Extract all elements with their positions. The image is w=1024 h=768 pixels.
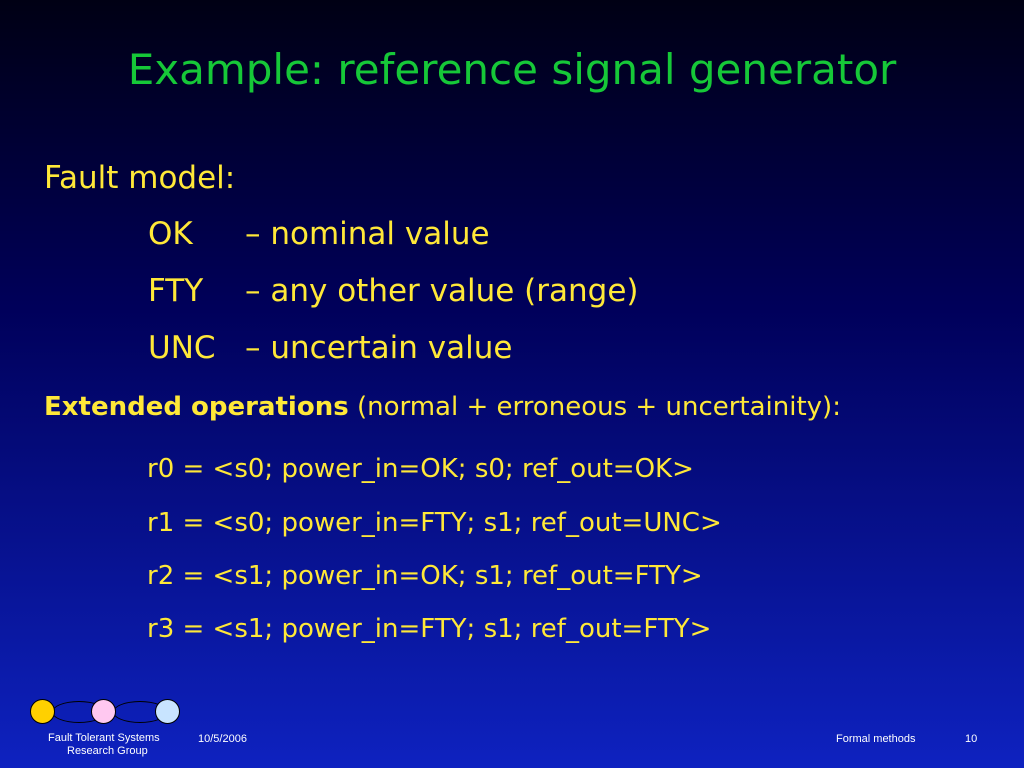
fault-model-heading: Fault model: <box>44 160 236 196</box>
extended-operations-rest: (normal + erroneous + uncertainity): <box>348 392 841 422</box>
fault-model-key: UNC <box>148 330 216 366</box>
fault-model-item-fty: FTY – any other value (range) <box>148 271 639 311</box>
operation-r0: r0 = <s0; power_in=OK; s0; ref_out=OK> <box>147 454 694 484</box>
fault-model-desc: – any other value (range) <box>245 273 639 309</box>
fault-model-desc: – nominal value <box>245 216 490 252</box>
logo-circle-pink <box>91 699 116 724</box>
page-number: 10 <box>965 733 978 745</box>
footer: Fault Tolerant Systems Research Group 10… <box>0 698 1024 768</box>
footer-date: 10/5/2006 <box>198 733 247 745</box>
footer-topic: Formal methods <box>836 733 916 745</box>
operation-r1: r1 = <s0; power_in=FTY; s1; ref_out=UNC> <box>147 508 722 538</box>
logo-circle-blue <box>155 699 180 724</box>
operation-r3: r3 = <s1; power_in=FTY; s1; ref_out=FTY> <box>147 614 712 644</box>
fault-model-desc: – uncertain value <box>245 330 513 366</box>
operation-r2: r2 = <s1; power_in=OK; s1; ref_out=FTY> <box>147 561 703 591</box>
extended-operations-bold: Extended operations <box>44 392 349 422</box>
extended-operations-heading: Extended operations (normal + erroneous … <box>44 390 841 424</box>
fault-model-item-unc: UNC – uncertain value <box>148 328 512 368</box>
group-name-line1: Fault Tolerant Systems <box>48 732 160 744</box>
fault-model-item-ok: OK – nominal value <box>148 214 490 254</box>
logo-circle-yellow <box>30 699 55 724</box>
group-name-line2: Research Group <box>67 745 148 757</box>
fault-model-key: FTY <box>148 273 204 309</box>
slide-title: Example: reference signal generator <box>127 45 897 94</box>
fault-model-key: OK <box>148 216 193 252</box>
